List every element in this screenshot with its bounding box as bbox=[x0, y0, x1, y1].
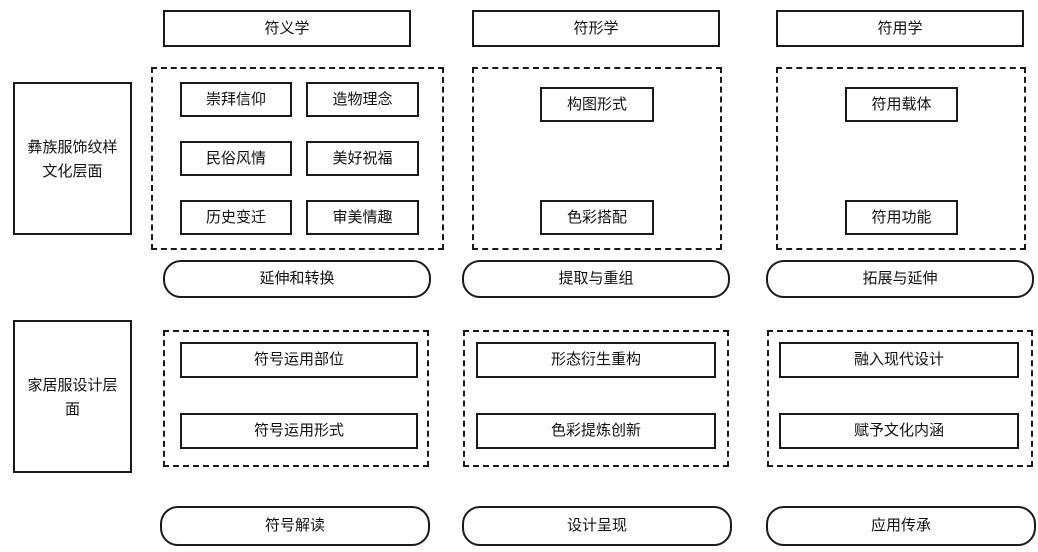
culture-pragmatics-group bbox=[776, 67, 1026, 250]
header-semantics: 符义学 bbox=[163, 10, 411, 47]
design-semantics-group bbox=[163, 330, 429, 467]
design-pragmatics-group bbox=[767, 330, 1033, 467]
transition-pragmatics: 拓展与延伸 bbox=[766, 260, 1034, 298]
design-pragmatic-item: 融入现代设计 bbox=[779, 342, 1019, 378]
transition-semantics: 延伸和转换 bbox=[163, 260, 431, 298]
outcome-semantics: 符号解读 bbox=[160, 506, 430, 546]
layer-culture-label: 彝族服饰纹样文化层面 bbox=[13, 82, 132, 235]
design-pragmatic-item: 赋予文化内涵 bbox=[779, 413, 1019, 449]
header-syntactics: 符形学 bbox=[472, 10, 720, 47]
design-syntactic-item: 色彩提炼创新 bbox=[476, 413, 716, 449]
culture-pragmatic-item: 符用功能 bbox=[845, 200, 958, 235]
culture-syntactic-item: 构图形式 bbox=[540, 87, 654, 122]
culture-semantic-item: 审美情趣 bbox=[306, 200, 419, 235]
design-semantic-item: 符号运用部位 bbox=[180, 342, 418, 378]
culture-pragmatic-item: 符用载体 bbox=[845, 87, 958, 122]
culture-semantics-group bbox=[151, 67, 444, 250]
design-syntactics-group bbox=[463, 330, 729, 467]
header-pragmatics: 符用学 bbox=[776, 10, 1024, 47]
culture-semantic-item: 美好祝福 bbox=[306, 141, 419, 176]
layer-design-label: 家居服设计层面 bbox=[13, 320, 132, 473]
culture-syntactics-group bbox=[472, 67, 722, 250]
design-semantic-item: 符号运用形式 bbox=[180, 413, 418, 449]
culture-semantic-item: 历史变迁 bbox=[180, 200, 292, 235]
outcome-syntactics: 设计呈现 bbox=[462, 506, 732, 546]
culture-semantic-item: 民俗风情 bbox=[180, 141, 292, 176]
culture-syntactic-item: 色彩搭配 bbox=[540, 200, 654, 235]
outcome-pragmatics: 应用传承 bbox=[766, 506, 1036, 546]
design-syntactic-item: 形态衍生重构 bbox=[476, 342, 716, 378]
culture-semantic-item: 崇拜信仰 bbox=[180, 82, 292, 117]
culture-semantic-item: 造物理念 bbox=[306, 82, 419, 117]
transition-syntactics: 提取与重组 bbox=[462, 260, 730, 298]
